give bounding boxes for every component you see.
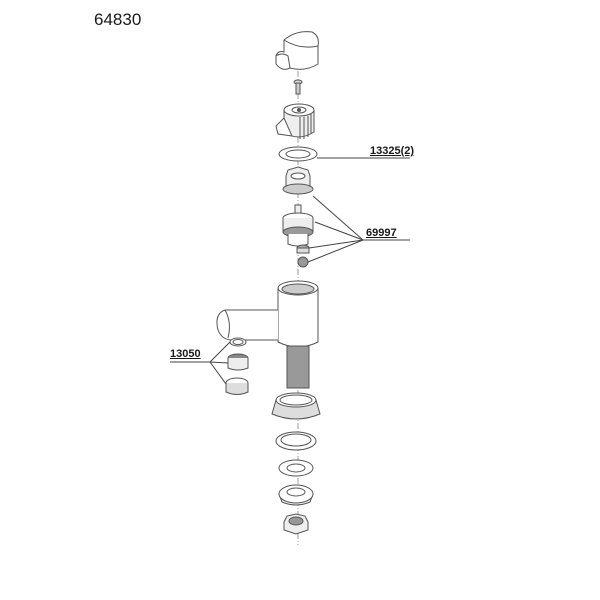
leader-lines bbox=[170, 157, 410, 385]
aerator-ring bbox=[229, 337, 247, 347]
diagram-title: 64830 bbox=[94, 10, 142, 29]
handle-knob bbox=[275, 103, 315, 139]
screw bbox=[293, 79, 303, 95]
mounting-nut bbox=[283, 513, 309, 535]
faucet-body bbox=[216, 280, 319, 348]
cartridge bbox=[282, 204, 314, 247]
threaded-shank bbox=[286, 345, 310, 389]
nut bbox=[282, 166, 314, 195]
callout-13325: 13325(2) bbox=[370, 145, 415, 157]
aerator-housing bbox=[225, 377, 249, 395]
friction-washer bbox=[278, 459, 314, 477]
spring bbox=[297, 256, 309, 268]
aerator-insert bbox=[227, 353, 249, 371]
washer bbox=[278, 146, 318, 162]
callout-69997: 69997 bbox=[366, 227, 397, 239]
handle-cap bbox=[275, 31, 319, 70]
gasket bbox=[275, 431, 317, 451]
base-escutcheon bbox=[271, 392, 321, 420]
seat bbox=[296, 244, 310, 254]
callout-13050: 13050 bbox=[170, 348, 201, 360]
metal-washer bbox=[278, 484, 314, 506]
